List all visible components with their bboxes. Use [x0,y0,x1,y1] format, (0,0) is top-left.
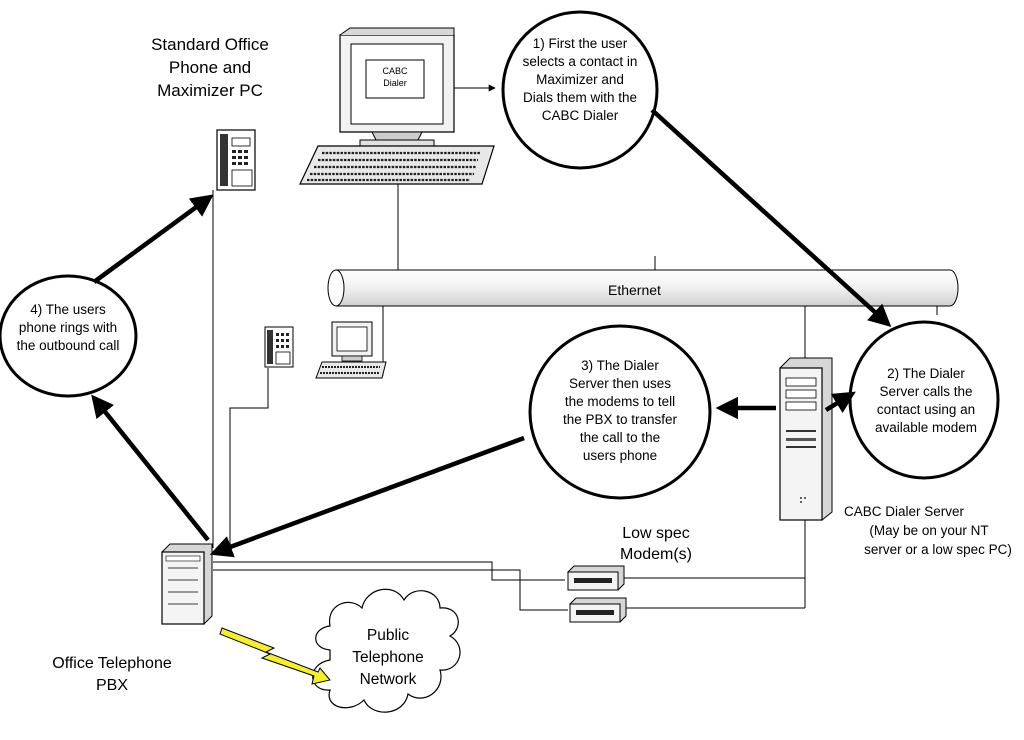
pbx-label: Office Telephone PBX [52,655,172,694]
standard-office-line1: Standard Office [151,35,269,54]
dialer-server-label: CABC Dialer Server (May be on your NT se… [844,504,1012,557]
step2-line3: contact using an [877,402,975,417]
dialer-server-line3: server or a low spec PC) [864,542,1012,557]
step2-bubble [848,320,1000,480]
step3-text: 3) The Dialer Server then uses the modem… [563,358,678,463]
step1-line4: Dials them with the [523,90,637,105]
step3-line5: the call to the [580,430,660,445]
screen-app-line2: Dialer [383,78,407,88]
pbx-line1: Office Telephone [52,655,172,672]
step4-bubble [0,274,138,398]
step3-line2: Server then uses [569,376,671,391]
secondary-phone [264,326,294,368]
arrow-step1-to-step2 [650,108,892,328]
ethernet-label: Ethernet [608,282,661,298]
public-network-cloud [312,588,461,713]
public-network-label: Public Telephone Network [352,627,424,688]
standard-office-label: Standard Office Phone and Maximizer PC [151,35,269,100]
step1-line1: 1) First the user [533,36,628,51]
step1-line5: CABC Dialer [542,108,619,123]
step3-bubble [528,324,712,500]
public-network-line3: Network [360,671,417,688]
modems-line1: Low spec [622,525,690,542]
step1-line3: Maximizer and [536,72,624,87]
pbx-line2: PBX [96,677,128,694]
maximizer-pc: CABC Dialer [299,27,495,185]
screen-app-line1: CABC [382,66,408,76]
modems-label: Low spec Modem(s) [620,525,692,563]
arrow-server-to-step2 [824,391,856,414]
office-desk-phone [216,129,256,191]
standard-office-line3: Maximizer PC [157,81,263,100]
step2-line4: available modem [875,420,977,435]
lightning-bolt [219,627,331,685]
public-network-line2: Telephone [352,649,424,666]
step1-bubble [501,10,659,170]
step3-line1: 3) The Dialer [581,358,659,373]
arrow-step3-to-pbx [209,435,525,558]
flow-arrows [91,108,892,558]
step3-line4: the PBX to transfer [563,412,678,427]
pbx-unit [161,543,213,625]
modem-2 [569,597,627,623]
step1-line2: selects a contact in [523,54,638,69]
connection-lines [212,84,938,611]
step4-text: 4) The users phone rings with the outbou… [17,302,120,353]
dialer-server-line2: (May be on your NT [869,523,988,538]
step4-line3: the outbound call [17,338,120,353]
step3-line3: the modems to tell [565,394,675,409]
step3-line6: users phone [583,448,657,463]
cabc-dialer-window [365,59,425,99]
arrow-pbx-to-step4 [91,394,210,542]
step2-line1: 2) The Dialer [887,366,965,381]
arrow-step4-to-phone [92,194,214,284]
dialer-server [779,357,833,521]
step4-line2: phone rings with [19,320,117,335]
modems-line2: Modem(s) [620,546,692,563]
ethernet-cable: Ethernet [327,269,959,307]
step2-line2: Server calls the [879,384,972,399]
standard-office-line2: Phone and [169,58,251,77]
keyboard [299,145,495,185]
step4-line1: 4) The users [30,302,106,317]
public-network-line1: Public [367,627,409,644]
modem-1 [567,565,625,591]
secondary-pc [315,321,387,379]
dialer-server-line1: CABC Dialer Server [844,504,965,519]
step2-text: 2) The Dialer Server calls the contact u… [875,366,977,435]
step1-text: 1) First the user selects a contact in M… [523,36,638,123]
